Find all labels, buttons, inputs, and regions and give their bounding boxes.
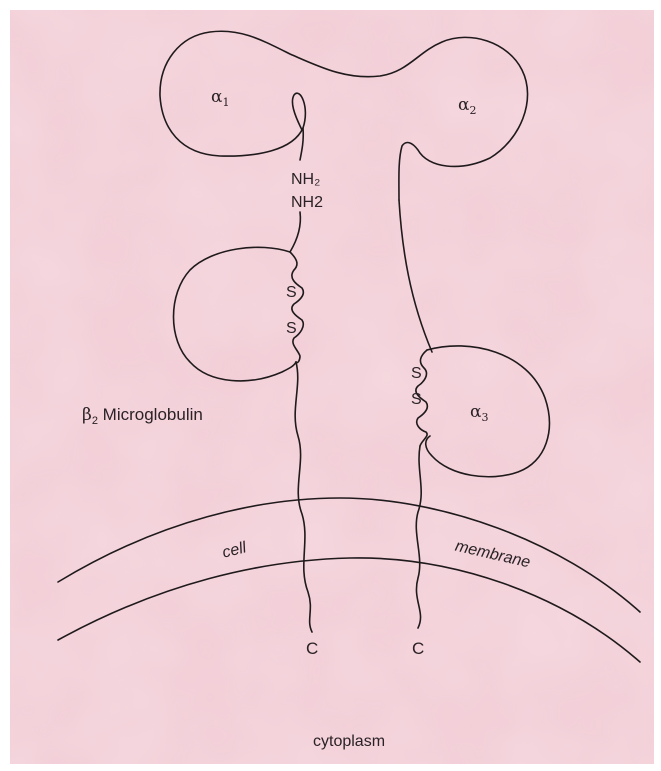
background-mottle xyxy=(10,10,654,764)
beta2-c-terminus-label: C xyxy=(306,639,318,658)
disulfide-s-label-4: S xyxy=(411,391,422,408)
nh2-top-label: NH₂ xyxy=(291,171,320,188)
nh2-bottom-label: NH2 xyxy=(291,194,323,211)
alpha-c-terminus-label: C xyxy=(412,639,424,658)
disulfide-s-label-1: S xyxy=(286,284,297,301)
disulfide-s-label-2: S xyxy=(286,320,297,337)
beta2-microglobulin-label: β2 Microglobulin xyxy=(82,405,203,427)
disulfide-s-label-3: S xyxy=(411,365,422,382)
cytoplasm-label: cytoplasm xyxy=(313,733,385,750)
